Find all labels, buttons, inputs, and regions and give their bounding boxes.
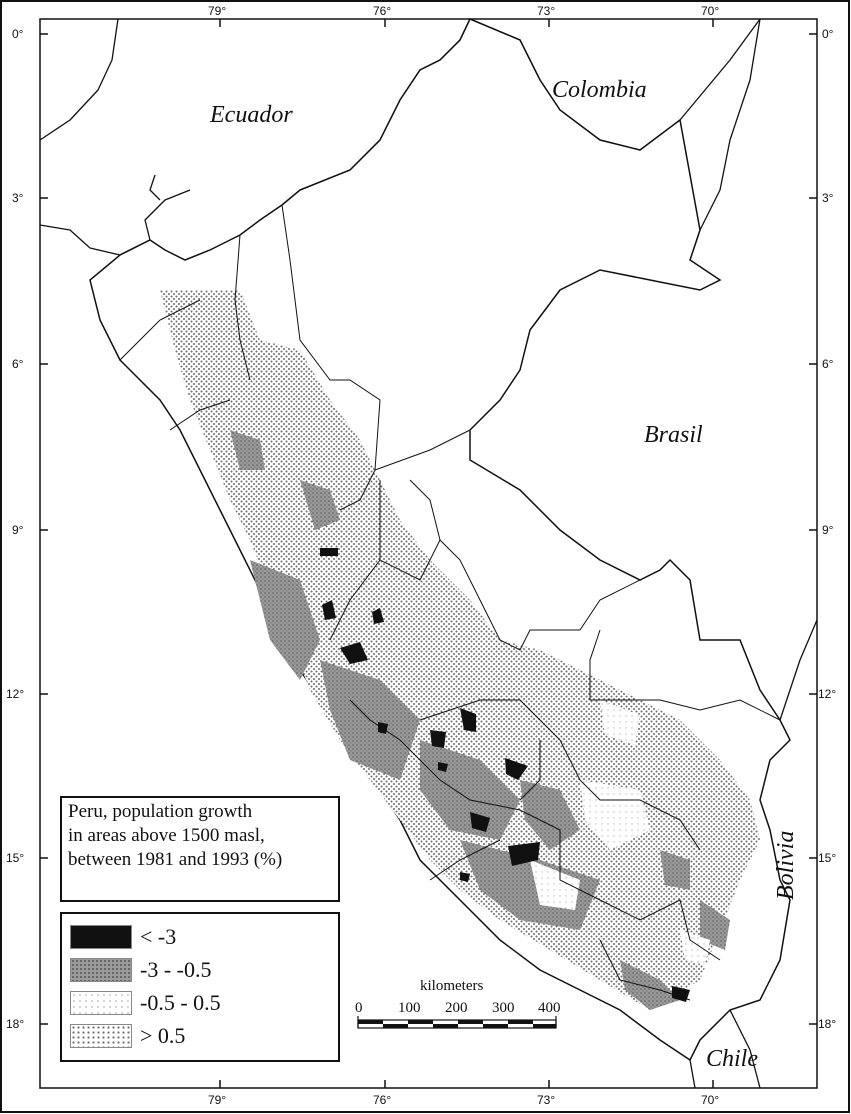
scale-tick-0: 0	[355, 1000, 363, 1016]
scale-tick-100: 100	[398, 1000, 421, 1016]
legend: < -3 -3 - -0.5 -0.5 - 0.5 > 0.5	[60, 912, 340, 1062]
lon-label-bottom-73: 73°	[537, 1093, 555, 1107]
lat-label-left-9: 9°	[12, 523, 24, 537]
lat-label-left-18: 18°	[6, 1017, 24, 1031]
map-title-line-1: Peru, population growth	[68, 801, 253, 822]
map-title-line-3: between 1981 and 1993 (%)	[68, 849, 283, 870]
lon-label-top-79: 79°	[208, 4, 226, 18]
lat-label-left-0: 0°	[12, 27, 24, 41]
legend-label-negative: -3 - -0.5	[140, 956, 212, 982]
legend-row-very-negative: < -3	[70, 922, 330, 951]
lon-label-top-70: 70°	[701, 4, 719, 18]
top-ticks	[40, 19, 817, 1088]
scale-title: kilometers	[420, 978, 483, 994]
scale-tick-400: 400	[538, 1000, 561, 1016]
label-ecuador: Ecuador	[209, 102, 293, 128]
legend-row-positive: > 0.5	[70, 1021, 330, 1050]
lat-label-right-6: 6°	[822, 357, 834, 371]
map-title-line-2: in areas above 1500 masl,	[68, 825, 265, 846]
legend-label-stable: -0.5 - 0.5	[140, 989, 221, 1015]
legend-swatch-negative	[70, 957, 132, 982]
south-borders	[689, 619, 818, 1089]
lat-label-left-12: 12°	[6, 687, 24, 701]
lat-label-right-0: 0°	[822, 27, 834, 41]
label-colombia: Colombia	[552, 77, 647, 103]
lat-label-left-6: 6°	[12, 357, 24, 371]
legend-row-negative: -3 - -0.5	[70, 955, 330, 984]
legend-label-positive: > 0.5	[140, 1022, 186, 1048]
lat-label-right-15: 15°	[818, 851, 836, 865]
map-frame	[39, 18, 818, 1089]
legend-row-stable: -0.5 - 0.5	[70, 988, 330, 1017]
label-brasil: Brasil	[644, 422, 703, 448]
scale-tick-200: 200	[445, 1000, 468, 1016]
department-borders	[119, 204, 781, 1001]
lon-label-bottom-79: 79°	[208, 1093, 226, 1107]
scale-tick-300: 300	[492, 1000, 515, 1016]
lon-label-top-76: 76°	[373, 4, 391, 18]
lat-label-right-9: 9°	[822, 523, 834, 537]
label-bolivia: Bolivia	[773, 831, 799, 900]
peru-country	[89, 18, 791, 1062]
legend-swatch-very-negative	[70, 924, 132, 949]
lat-label-right-18: 18°	[818, 1017, 836, 1031]
legend-swatch-positive	[70, 1023, 132, 1048]
lat-label-left-15: 15°	[6, 851, 24, 865]
legend-swatch-stable	[70, 990, 132, 1015]
label-chile: Chile	[706, 1046, 758, 1072]
scale-bar: kilometers 0 100 200 300 400	[355, 978, 561, 1029]
lon-label-top-73: 73°	[537, 4, 555, 18]
lat-label-right-12: 12°	[818, 687, 836, 701]
lat-label-left-3: 3°	[12, 191, 24, 205]
map-title-box: Peru, population growth in areas above 1…	[60, 796, 340, 902]
lon-label-bottom-76: 76°	[373, 1093, 391, 1107]
legend-label-very-negative: < -3	[140, 923, 177, 949]
lat-label-right-3: 3°	[822, 191, 834, 205]
lon-label-bottom-70: 70°	[701, 1093, 719, 1107]
